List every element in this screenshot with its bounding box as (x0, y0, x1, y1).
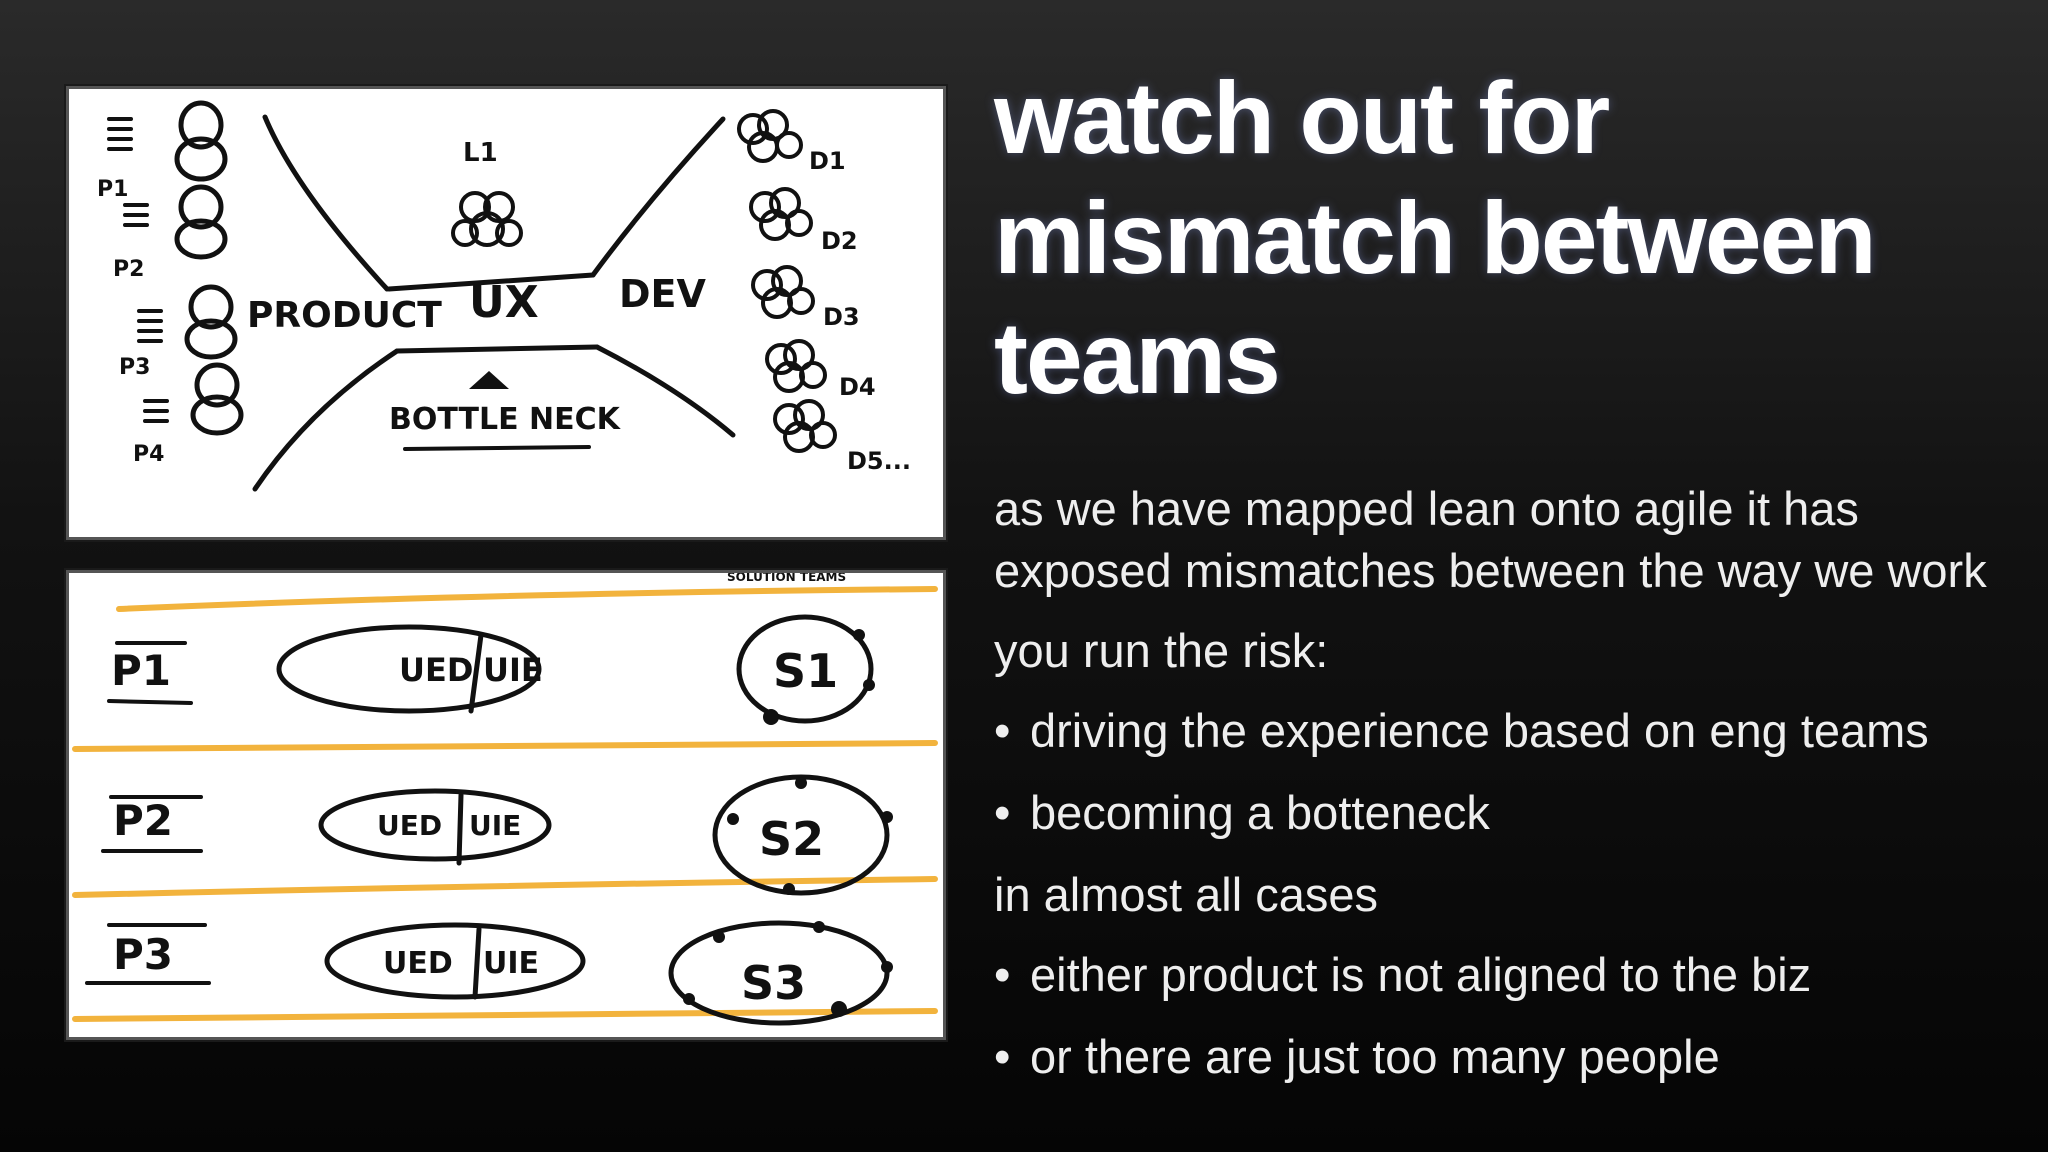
row-3-uie-label: UIE (483, 946, 539, 981)
bullet-dot-icon: • (994, 704, 1011, 757)
slide-text-panel: watch out for mismatch between teams as … (994, 58, 2014, 1108)
solution-teams-header: SOLUTION TEAMS (727, 573, 846, 584)
lead-label: L1 (463, 138, 498, 168)
d2-label: D2 (821, 227, 858, 255)
dev-group-2-icon (749, 187, 813, 241)
sketch-solution-teams-image: SOLUTION TEAMS P1 UED UIE S1 P2 UED (66, 570, 946, 1040)
divider-line-2 (72, 740, 938, 752)
row-2-product-label: P2 (113, 796, 173, 845)
bullet-text: driving the experience based on eng team… (1030, 704, 1929, 757)
dev-group-3-icon (751, 265, 815, 319)
funnel-bottom-right (594, 344, 736, 438)
product-label: PRODUCT (247, 295, 442, 336)
funnel-bottom-mid (394, 344, 600, 354)
product-person-1 (107, 100, 228, 182)
bullet-dot-icon: • (994, 786, 1011, 839)
funnel-top-left (262, 114, 390, 292)
d5-label: D5... (847, 447, 911, 475)
row-2-solution-label: S2 (759, 812, 824, 866)
bullet-item: • driving the experience based on eng tea… (994, 700, 2014, 762)
row-3-product-label: P3 (113, 930, 173, 979)
row-3-solution-label: S3 (741, 956, 806, 1010)
bullet-text: either product is not aligned to the biz (1030, 948, 1812, 1001)
intro-paragraph: as we have mapped lean onto agile it has… (994, 482, 1987, 597)
ux-label: UX (469, 277, 539, 328)
dev-label: DEV (619, 272, 707, 316)
row-3-ued-label: UED (383, 946, 453, 981)
divider-line-4 (72, 1008, 938, 1022)
p4-label: P4 (133, 442, 164, 467)
team-row-3: P3 UED UIE S3 (85, 920, 893, 1026)
p3-label: P3 (119, 355, 150, 380)
p2-label: P2 (113, 257, 144, 282)
team-row-1: P1 UED UIE S1 (107, 614, 875, 725)
d4-label: D4 (839, 373, 876, 401)
sketch-bottleneck-image: P1 P2 P3 P4 PRODUCT UX DEV L1 (66, 86, 946, 540)
d3-label: D3 (823, 303, 860, 331)
row-1-uie-label: UIE (483, 651, 543, 689)
bullet-item: • becoming a botteneck (994, 782, 2014, 844)
bullet-text: becoming a botteneck (1030, 786, 1490, 839)
slide-body: as we have mapped lean onto agile it has… (994, 478, 2014, 1088)
cases-heading: in almost all cases (994, 868, 1378, 921)
bottleneck-arrow-icon (469, 371, 509, 389)
dev-group-1-icon (737, 109, 803, 163)
bottleneck-label: BOTTLE NECK (389, 402, 622, 437)
row-2-ued-label: UED (377, 809, 442, 842)
bullet-item: • or there are just too many people (994, 1026, 2014, 1088)
bullet-item: • either product is not aligned to the bi… (994, 944, 2014, 1006)
dev-group-5-icon (773, 399, 837, 453)
dev-group-4-icon (765, 339, 827, 393)
divider-line-3 (72, 876, 938, 898)
row-1-solution-label: S1 (773, 644, 838, 698)
row-2-uie-label: UIE (469, 809, 521, 842)
bottleneck-underline (403, 445, 591, 451)
bullet-dot-icon: • (994, 948, 1011, 1001)
p1-label: P1 (97, 177, 128, 202)
risk-heading: you run the risk: (994, 624, 1329, 677)
divider-line-1 (116, 586, 938, 612)
bullet-text: or there are just too many people (1030, 1030, 1720, 1083)
product-person-3 (137, 284, 238, 360)
product-person-4 (143, 362, 244, 436)
funnel-top-mid (386, 272, 596, 292)
product-person-2 (123, 184, 228, 260)
slide-title: watch out for mismatch between teams (994, 61, 1877, 415)
bullet-dot-icon: • (994, 1030, 1011, 1083)
funnel-top-right (590, 116, 726, 278)
d1-label: D1 (809, 147, 846, 175)
row-1-ued-label: UED (399, 651, 473, 689)
row-1-product-label: P1 (111, 646, 171, 695)
ux-lead-group-icon (451, 191, 523, 247)
funnel-bottom-left (252, 348, 400, 492)
team-row-2: P2 UED UIE S2 (101, 774, 893, 896)
